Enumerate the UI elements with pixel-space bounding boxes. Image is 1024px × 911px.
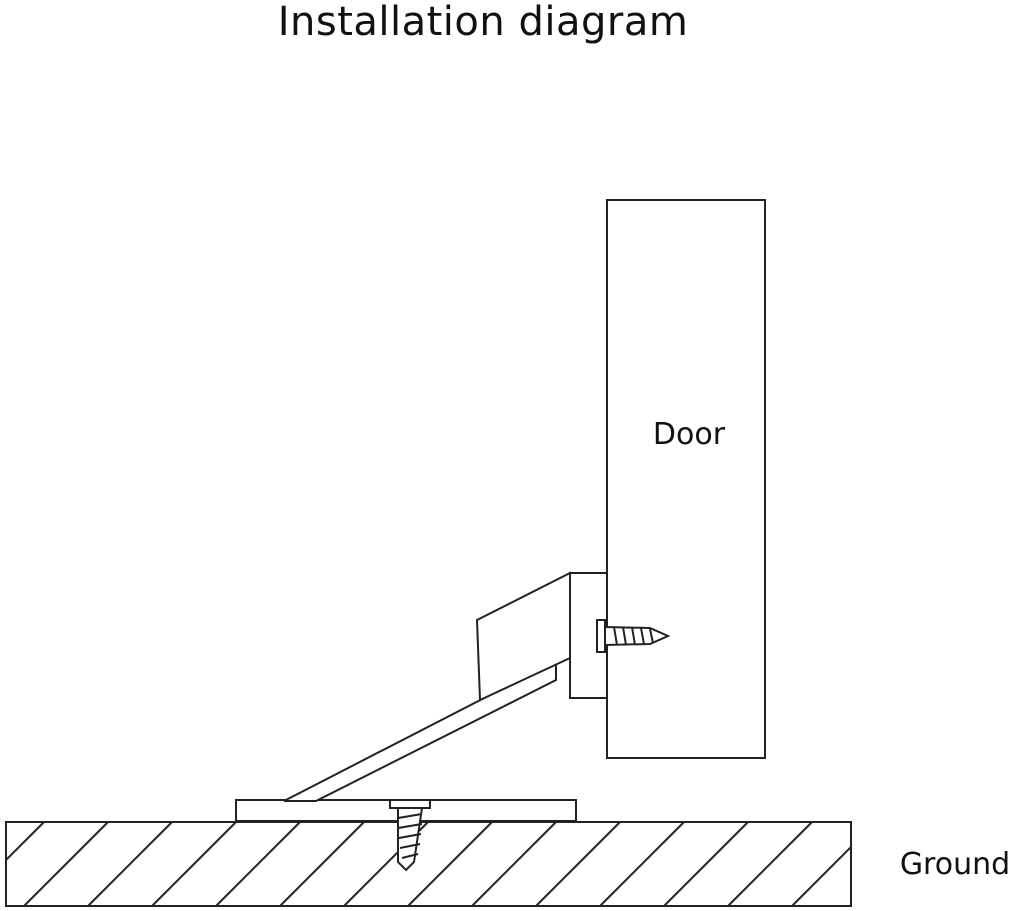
floor-screw xyxy=(389,799,431,872)
ground xyxy=(5,821,852,907)
door-label: Door xyxy=(653,417,726,452)
ground-hatching xyxy=(6,822,851,906)
door xyxy=(606,199,766,759)
door-screw xyxy=(596,619,671,653)
ground-label: Ground xyxy=(900,847,1010,882)
diagram-title: Installation diagram xyxy=(277,0,689,45)
